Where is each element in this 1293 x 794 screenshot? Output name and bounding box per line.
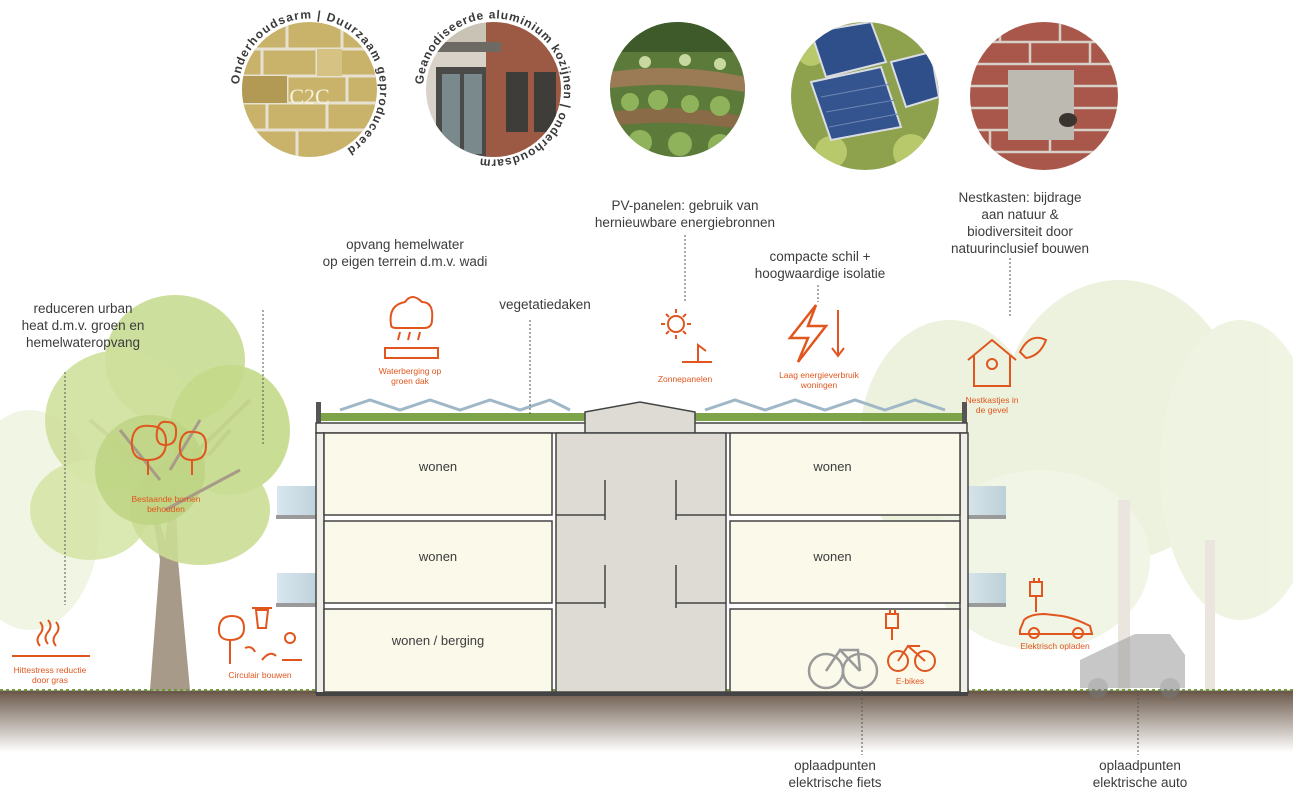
label-solar: Zonnepanelen xyxy=(657,374,713,384)
svg-text:Onderhoudsarm | Duurzaam gepro: Onderhoudsarm | Duurzaam geproduceerd xyxy=(228,7,391,158)
ground-section xyxy=(0,692,1293,752)
building-section xyxy=(315,398,969,696)
arc-caption-brick: Onderhoudsarm | Duurzaam geproduceerd xyxy=(228,7,390,158)
room-right-mid: wonen xyxy=(813,549,852,564)
room-left-bottom: wonen / berging xyxy=(391,633,485,648)
photo-brick-c2c: C2C xyxy=(242,22,377,157)
photo-nest-box xyxy=(970,22,1118,170)
label-ebikes: E-bikes xyxy=(895,676,925,686)
svg-text:Geanodiseerde aluminium kozijn: Geanodiseerde aluminium kozijnen | onder… xyxy=(412,7,575,170)
callout-compact-shell: compacte schil +hoogwaardige isolatie xyxy=(754,249,886,281)
car-silhouette xyxy=(1080,634,1185,698)
bird-icon xyxy=(1018,336,1048,360)
photo-arc-captions: Onderhoudsarm | Duurzaam geproduceerd Ge… xyxy=(228,7,575,170)
arc-caption-frames: Geanodiseerde aluminium kozijnen | onder… xyxy=(412,7,574,170)
photo-vegetable-garden xyxy=(610,22,745,157)
label-circular: Circulair bouwen xyxy=(228,670,292,680)
leader-lines xyxy=(64,235,1139,755)
label-ecar: Elektrisch opladen xyxy=(1020,641,1090,651)
callout-green-roofs: vegetatiedaken xyxy=(499,297,591,312)
room-right-top: wonen xyxy=(813,459,852,474)
main-tree xyxy=(30,295,290,690)
c2c-text: C2C xyxy=(289,84,330,109)
room-left-top: wonen xyxy=(418,459,458,474)
bicycle-silhouette xyxy=(807,648,879,690)
room-left-mid: wonen xyxy=(418,549,458,564)
orange-icons xyxy=(12,296,1094,672)
